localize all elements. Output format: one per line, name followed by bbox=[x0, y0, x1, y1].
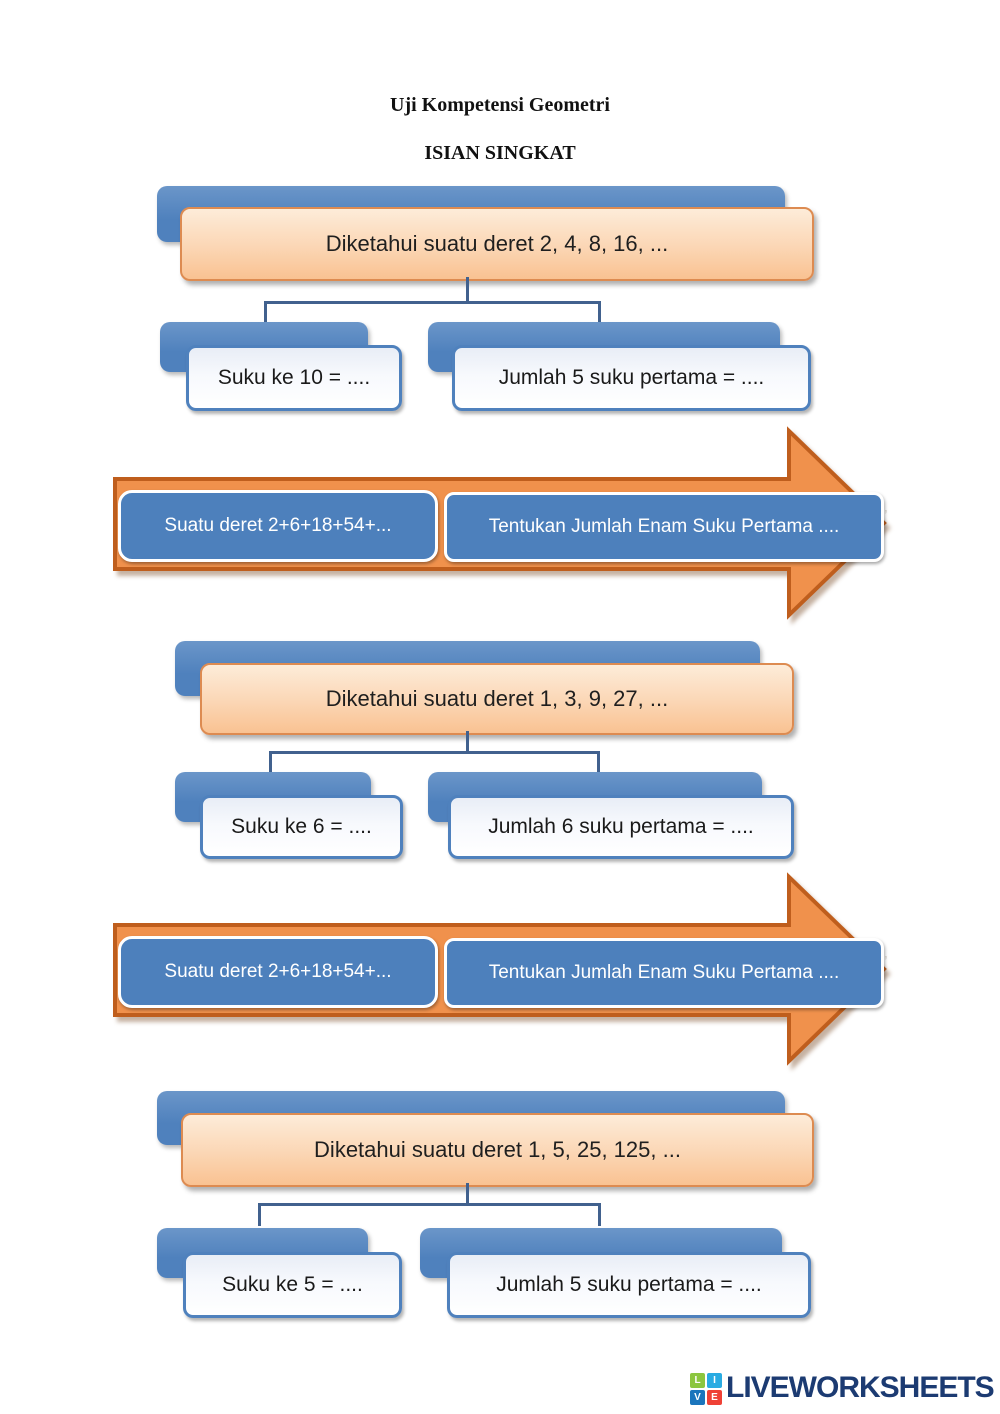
tree1-parent-box: Diketahui suatu deret 2, 4, 8, 16, ... bbox=[180, 207, 814, 281]
tree3-connector-crossbar bbox=[258, 1203, 601, 1206]
tree2-child-right-answer-box[interactable]: Jumlah 6 suku pertama = .... bbox=[448, 795, 794, 859]
tree1-connector-crossbar bbox=[264, 301, 601, 304]
tree2-parent-label: Diketahui suatu deret 1, 3, 9, 27, ... bbox=[325, 686, 669, 711]
tree1-connector-left-drop bbox=[264, 301, 267, 323]
page-title: Uji Kompetensi Geometri bbox=[390, 94, 610, 116]
tree2-parent-box: Diketahui suatu deret 1, 3, 9, 27, ... bbox=[200, 663, 794, 735]
arrow1-left-box: Suatu deret 2+6+18+54+... bbox=[118, 490, 438, 562]
tree2-connector-right-drop bbox=[597, 751, 600, 773]
stray-mark: ’ bbox=[884, 508, 888, 525]
liveworksheets-logo: L I V E LIVEWORKSHEETS bbox=[690, 1370, 995, 1406]
page-subtitle: ISIAN SINGKAT bbox=[424, 142, 576, 164]
logo-square-i: I bbox=[707, 1373, 722, 1388]
arrow2-right-answer-box[interactable]: Tentukan Jumlah Enam Suku Pertama .... bbox=[444, 938, 884, 1008]
tree1-child-right-answer-box[interactable]: Jumlah 5 suku pertama = .... bbox=[452, 345, 811, 411]
tree1-child-left-label: Suku ke 10 = .... bbox=[217, 366, 371, 389]
tree2-child-left-answer-box[interactable]: Suku ke 6 = .... bbox=[200, 795, 403, 859]
tree1-child-left-answer-box[interactable]: Suku ke 10 = .... bbox=[186, 345, 402, 411]
arrow1-right-label: Tentukan Jumlah Enam Suku Pertama .... bbox=[488, 516, 840, 537]
liveworksheets-logo-icon: L I V E bbox=[690, 1373, 722, 1405]
arrow2-right-label: Tentukan Jumlah Enam Suku Pertama .... bbox=[488, 962, 840, 983]
tree3-parent-box: Diketahui suatu deret 1, 5, 25, 125, ... bbox=[181, 1113, 814, 1187]
tree3-child-right-label: Jumlah 5 suku pertama = .... bbox=[496, 1273, 762, 1296]
arrow2-left-label: Suatu deret 2+6+18+54+... bbox=[164, 961, 392, 982]
tree2-connector-left-drop bbox=[269, 751, 272, 773]
brand-wordmark: LIVEWORKSHEETS bbox=[726, 1371, 995, 1404]
tree2-connector-stem bbox=[466, 731, 469, 753]
tree1-parent-label: Diketahui suatu deret 2, 4, 8, 16, ... bbox=[325, 231, 669, 256]
tree2-child-left-label: Suku ke 6 = .... bbox=[231, 815, 372, 838]
arrow1-right-answer-box[interactable]: Tentukan Jumlah Enam Suku Pertama .... bbox=[444, 492, 884, 562]
logo-square-e: E bbox=[707, 1390, 722, 1405]
tree2-child-right-label: Jumlah 6 suku pertama = .... bbox=[488, 815, 754, 838]
tree3-connector-left-drop bbox=[258, 1203, 261, 1226]
tree3-child-left-answer-box[interactable]: Suku ke 5 = .... bbox=[183, 1252, 402, 1318]
tree1-child-right-label: Jumlah 5 suku pertama = .... bbox=[498, 366, 765, 389]
tree2-connector-crossbar bbox=[269, 751, 600, 754]
arrow1-left-label: Suatu deret 2+6+18+54+... bbox=[164, 515, 392, 536]
arrow2-left-box: Suatu deret 2+6+18+54+... bbox=[118, 936, 438, 1008]
tree3-parent-label: Diketahui suatu deret 1, 5, 25, 125, ... bbox=[314, 1137, 681, 1162]
tree1-connector-stem bbox=[466, 277, 469, 303]
tree3-child-right-answer-box[interactable]: Jumlah 5 suku pertama = .... bbox=[447, 1252, 811, 1318]
tree3-connector-right-drop bbox=[598, 1203, 601, 1226]
tree3-child-left-label: Suku ke 5 = .... bbox=[222, 1273, 363, 1296]
stray-mark: ’ bbox=[884, 954, 888, 971]
logo-square-l: L bbox=[690, 1373, 705, 1388]
tree1-connector-right-drop bbox=[598, 301, 601, 323]
tree3-connector-stem bbox=[466, 1183, 469, 1205]
logo-square-v: V bbox=[690, 1390, 705, 1405]
